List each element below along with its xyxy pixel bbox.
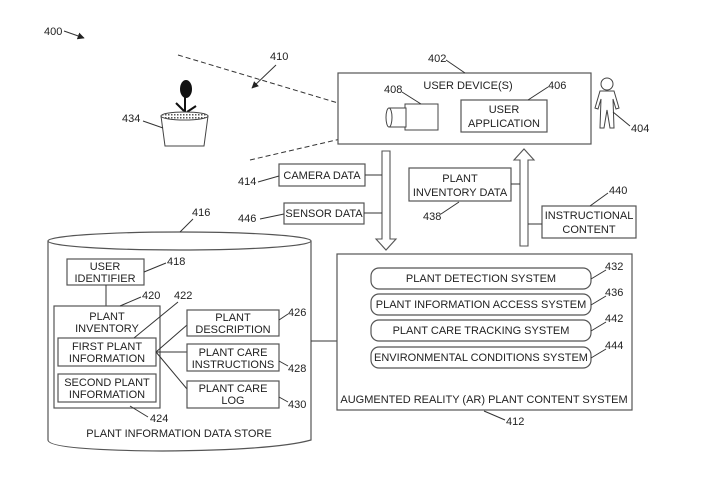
second-plant-information-ref: 424 xyxy=(150,413,168,425)
camera-icon xyxy=(385,103,439,131)
plant-inventory-data-ref-leader xyxy=(440,201,460,215)
camera-data-ref: 414 xyxy=(238,176,256,188)
subsystem-plant-information-access: PLANT INFORMATION ACCESS SYSTEM 436 xyxy=(370,287,623,316)
plant-inventory-ref: 420 xyxy=(142,290,160,302)
first-plant-information-line2: INFORMATION xyxy=(69,353,145,365)
plant-inventory-data-box xyxy=(408,167,512,202)
plant-care-log-box xyxy=(186,380,280,409)
second-plant-information-ref-leader xyxy=(129,405,149,418)
plant-care-log-line1: PLANT CARE xyxy=(199,383,268,395)
instructional-content-line1: INSTRUCTIONAL xyxy=(545,210,634,222)
first-plant-information-line1: FIRST PLANT xyxy=(72,341,142,353)
subsystem-ref-leader xyxy=(590,269,607,280)
subsystem-label: PLANT DETECTION SYSTEM xyxy=(406,273,556,285)
subsystem-ref-leader xyxy=(590,348,607,359)
second-plant-information-box xyxy=(57,373,157,403)
subsystem-ref: 444 xyxy=(605,340,623,352)
user-identifier-line1: USER xyxy=(90,261,121,273)
plant-description-box xyxy=(186,309,280,337)
view-ref-label: 410 xyxy=(270,51,288,63)
subsystem-ref: 436 xyxy=(605,287,623,299)
ar-system-ref-leader xyxy=(483,410,506,421)
second-plant-information-line2: INFORMATION xyxy=(69,389,145,401)
user-ref-leader xyxy=(612,111,631,127)
instructional-content-ref-leader xyxy=(589,192,609,207)
subsystem-label: PLANT CARE TRACKING SYSTEM xyxy=(393,325,570,337)
user-device-label: USER DEVICE(S) xyxy=(423,80,512,92)
subsystem-label: PLANT INFORMATION ACCESS SYSTEM xyxy=(376,299,586,311)
instructional-content-ref: 440 xyxy=(609,185,627,197)
user-identifier-line2: IDENTIFIER xyxy=(74,273,135,285)
subsystem-environmental-conditions: ENVIRONMENTAL CONDITIONS SYSTEM 444 xyxy=(370,340,623,369)
plant-inventory-data-line2: INVENTORY DATA xyxy=(413,187,508,199)
data-store-label: PLANT INFORMATION DATA STORE xyxy=(86,428,271,440)
subsystem-ref: 442 xyxy=(605,313,623,325)
plant-care-log-ref-leader xyxy=(278,396,289,403)
ar-system-ref: 412 xyxy=(506,416,524,428)
camera-ref-leader xyxy=(401,91,422,105)
plant-care-instructions-line1: PLANT CARE xyxy=(199,347,268,359)
subsystem-ref: 432 xyxy=(605,261,623,273)
instructional-content-box xyxy=(541,205,637,239)
subsystem-plant-detection: PLANT DETECTION SYSTEM 432 xyxy=(370,261,623,290)
second-plant-information-line1: SECOND PLANT xyxy=(64,377,150,389)
plant-care-log-ref: 430 xyxy=(288,399,306,411)
view-line-top xyxy=(177,54,389,119)
user-application-line2: APPLICATION xyxy=(468,118,540,130)
user-application-ref-leader xyxy=(527,86,549,101)
branch-to-care-log xyxy=(155,351,188,390)
plant-inventory-line1: PLANT xyxy=(89,311,125,323)
plant-description-ref: 426 xyxy=(288,307,306,319)
camera-data-label: CAMERA DATA xyxy=(283,170,361,182)
user-identifier-ref-leader xyxy=(143,262,167,273)
ar-system-label: AUGMENTED REALITY (AR) PLANT CONTENT SYS… xyxy=(340,394,627,406)
plant-care-instructions-ref: 428 xyxy=(288,363,306,375)
first-plant-information-ref-leader xyxy=(133,301,179,339)
sensor-data-ref: 446 xyxy=(238,213,256,225)
user-ref: 404 xyxy=(631,123,649,135)
plant-care-log-line2: LOG xyxy=(221,395,244,407)
user-application-line1: USER xyxy=(489,104,520,116)
subsystem-plant-care-tracking: PLANT CARE TRACKING SYSTEM 442 xyxy=(370,313,623,342)
down-flow-arrow xyxy=(374,150,398,251)
user-icon xyxy=(594,77,620,129)
camera-ref: 408 xyxy=(384,84,402,96)
user-identifier-ref: 418 xyxy=(167,256,185,268)
user-device-ref-leader xyxy=(445,59,466,74)
figure-ref-label: 400 xyxy=(44,26,62,38)
subsystem-ref-leader xyxy=(590,321,607,332)
subsystem-ref-leader xyxy=(590,295,607,306)
plant-icon xyxy=(160,80,209,147)
plant-care-instructions-box xyxy=(186,343,280,372)
sensor-data-label: SENSOR DATA xyxy=(285,208,363,220)
plant-inventory-data-line1: PLANT xyxy=(442,173,478,185)
plant-description-ref-leader xyxy=(278,313,289,321)
camera-data-ref-leader xyxy=(257,175,280,183)
plant-inventory-data-ref: 438 xyxy=(423,211,441,223)
sensor-data-ref-leader xyxy=(259,213,285,220)
figure-ref-arrow xyxy=(63,30,85,40)
first-plant-information-box xyxy=(57,337,157,367)
user-application-box xyxy=(460,99,548,133)
up-flow-arrow xyxy=(512,148,536,247)
first-plant-information-ref: 422 xyxy=(174,290,192,302)
plant-inventory-ref-leader xyxy=(119,296,142,307)
plant-ref-leader xyxy=(142,120,164,129)
figure-ref: 400 xyxy=(44,26,85,40)
branch-to-description xyxy=(155,324,188,353)
user-device-ref: 402 xyxy=(428,53,446,65)
user-application-ref: 406 xyxy=(548,80,566,92)
data-store-ref-leader xyxy=(179,218,194,233)
data-store-ref: 416 xyxy=(192,207,210,219)
plant-description-line2: DESCRIPTION xyxy=(195,324,270,336)
plant-care-instructions-ref-leader xyxy=(278,360,289,367)
plant-ref-label: 434 xyxy=(122,113,140,125)
subsystem-label: ENVIRONMENTAL CONDITIONS SYSTEM xyxy=(374,352,588,364)
plant-care-instructions-line2: INSTRUCTIONS xyxy=(192,359,275,371)
view-ref-arrow xyxy=(251,64,277,89)
instructional-content-line2: CONTENT xyxy=(562,224,615,236)
plant-description-line1: PLANT xyxy=(215,312,251,324)
plant-inventory-line2: INVENTORY xyxy=(75,323,139,335)
